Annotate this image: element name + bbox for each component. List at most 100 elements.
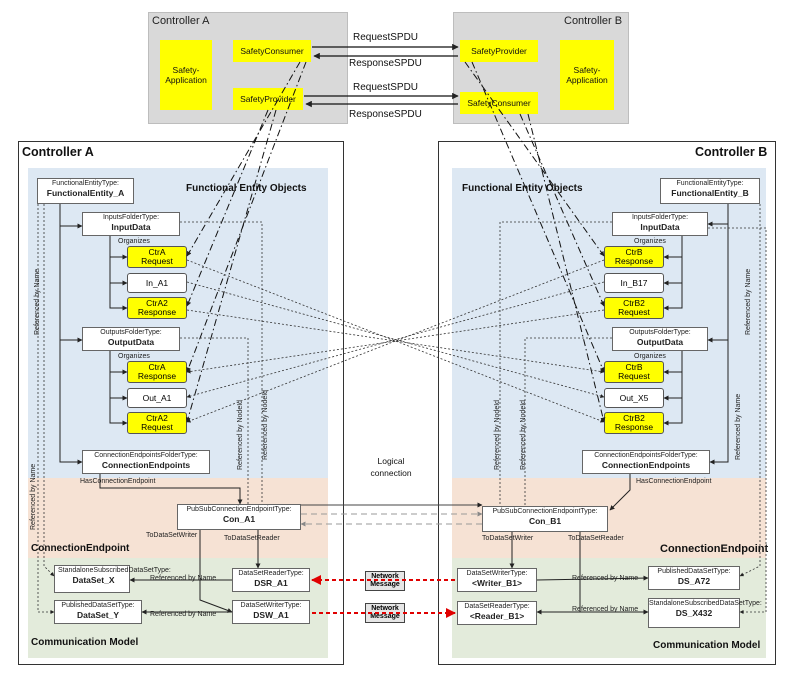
left-dsr-name: DSR_A1 xyxy=(254,578,288,588)
top-controller-b-title: Controller B xyxy=(564,15,623,27)
right-in-name: InputData xyxy=(640,222,680,232)
network-message-1: Network Message xyxy=(365,571,405,591)
right-ds-x432-name: DS_X432 xyxy=(675,608,713,618)
right-ref-name-vert-2: Referenced by Name xyxy=(735,393,742,460)
right-ce-box: ConnectionEndpointsFolderType:Connection… xyxy=(582,450,710,474)
right-ref-nodeid-vert-2: Referenced by NodeId xyxy=(520,399,527,470)
right-dsr-box: DataSetReaderType:<Reader_B1> xyxy=(457,601,537,625)
left-pubsub-type: PubSubConnectionEndpointType: xyxy=(186,506,292,513)
left-in-type: InputsFolderType: xyxy=(102,214,160,221)
right-ds-x432-box: StandaloneSubscribedDataSetType:DS_X432 xyxy=(648,598,762,628)
left-organizes-2: Organizes xyxy=(118,353,150,360)
left-ref-by-name-b: Referenced by Name xyxy=(150,611,217,618)
right-in-node-in-b17: In_B17 xyxy=(604,273,664,293)
right-to-writer: ToDataSetWriter xyxy=(482,535,534,542)
left-in-name: InputData xyxy=(111,222,151,232)
left-comm-zone-label: Communication Model xyxy=(31,637,139,648)
right-dsr-name: <Reader_B1> xyxy=(469,611,525,621)
right-controller-title: Controller B xyxy=(695,145,768,159)
left-dsw-box: DataSetWriterType:DSW_A1 xyxy=(232,600,310,624)
left-ce-name: ConnectionEndpoints xyxy=(101,460,191,470)
right-pubsub-type: PubSubConnectionEndpointType: xyxy=(492,508,598,515)
top-a-safety-consumer: SafetyConsumer xyxy=(233,40,311,62)
left-dsw-type: DataSetWriterType: xyxy=(240,602,302,609)
right-out-type: OutputsFolderType: xyxy=(629,329,691,336)
right-ds-a72-box: PublishedDataSetType:DS_A72 xyxy=(648,566,740,590)
left-fe-name: FunctionalEntity_A xyxy=(46,188,125,198)
right-ds-a72-type: PublishedDataSetType: xyxy=(657,568,731,575)
left-ce-box: ConnectionEndpointsFolderType:Connection… xyxy=(82,450,210,474)
left-ref-nodeid-vert-1: Referenced by NodeId xyxy=(237,399,244,470)
right-ref-by-name-b: Referenced by Name xyxy=(572,606,639,613)
left-out-name: OutputData xyxy=(107,337,155,347)
left-ref-by-name-a: Referenced by Name xyxy=(150,575,217,582)
left-pubsub-name: Con_A1 xyxy=(222,514,256,524)
left-pubsub-box: PubSubConnectionEndpointType:Con_A1 xyxy=(177,504,301,530)
left-to-writer: ToDataSetWriter xyxy=(146,532,198,539)
right-ref-by-name-a: Referenced by Name xyxy=(572,575,639,582)
response-spdu-1: ResponseSPDU xyxy=(349,58,422,69)
right-pubsub-name: Con_B1 xyxy=(528,516,562,526)
right-ds-x432-type: StandaloneSubscribedDataSetType: xyxy=(649,600,762,607)
logical-connection-label: Logical connection xyxy=(370,456,412,478)
right-organizes-1: Organizes xyxy=(634,238,666,245)
left-out-box: OutputsFolderType:OutputData xyxy=(82,327,180,351)
right-ds-a72-name: DS_A72 xyxy=(677,576,711,586)
left-ref-name-vert-2: Referenced by Name xyxy=(30,463,37,530)
top-controller-a-title: Controller A xyxy=(152,15,210,27)
top-b-safety-application: Safety-Application xyxy=(560,40,614,110)
left-feo-title: Functional Entity Objects xyxy=(186,183,307,194)
right-comm-zone-label: Communication Model xyxy=(653,640,761,651)
left-ds-x-type: StandaloneSubscribedDataSetType: xyxy=(58,567,171,574)
left-dsr-box: DataSetReaderType:DSR_A1 xyxy=(232,568,310,592)
right-out-node-out-x5: Out_X5 xyxy=(604,388,664,408)
left-ds-x-box: StandaloneSubscribedDataSetType:DataSet_… xyxy=(54,565,171,593)
top-b-safety-consumer: SafetyConsumer xyxy=(460,92,538,114)
right-ce-type: ConnectionEndpointsFolderType: xyxy=(594,452,698,459)
left-out-type: OutputsFolderType: xyxy=(100,329,162,336)
left-ref-nodeid-vert-2: Referenced by NodeId xyxy=(262,389,269,460)
right-ce-name: ConnectionEndpoints xyxy=(601,460,691,470)
right-has-ce: HasConnectionEndpoint xyxy=(636,478,712,485)
left-ds-y-type: PublishedDataSetType: xyxy=(61,602,135,609)
right-ref-name-vert-1: Referenced by Name xyxy=(745,268,752,335)
right-ce-zone-label: ConnectionEndpoint xyxy=(660,543,769,555)
right-dsw-name: <Writer_B1> xyxy=(472,578,522,588)
left-ce-zone-label: ConnectionEndpoint xyxy=(31,543,130,554)
left-has-ce: HasConnectionEndpoint xyxy=(80,478,156,485)
top-a-safety-provider: SafetyProvider xyxy=(233,88,303,110)
right-fe-box: FunctionalEntityType:FunctionalEntity_B xyxy=(660,178,760,204)
left-to-reader: ToDataSetReader xyxy=(224,535,280,542)
top-b-safety-provider: SafetyProvider xyxy=(460,40,538,62)
right-dsw-type: DataSetWriterType: xyxy=(466,570,528,577)
response-spdu-2: ResponseSPDU xyxy=(349,109,422,120)
top-a-safety-application: Safety-Application xyxy=(160,40,212,110)
right-dsr-type: DataSetReaderType: xyxy=(464,603,530,610)
left-dsw-name: DSW_A1 xyxy=(253,610,289,620)
left-fe-type: FunctionalEntityType: xyxy=(52,180,119,187)
right-dsw-box: DataSetWriterType:<Writer_B1> xyxy=(457,568,537,592)
right-ref-nodeid-vert-1: Referenced by NodeId xyxy=(494,399,501,470)
right-to-reader: ToDataSetReader xyxy=(568,535,624,542)
left-ref-name-vert-1: Referenced by Name xyxy=(34,268,41,335)
right-fe-name: FunctionalEntity_B xyxy=(671,188,749,198)
left-dsr-type: DataSetReaderType: xyxy=(238,570,304,577)
right-in-type: InputsFolderType: xyxy=(631,214,689,221)
right-out-name: OutputData xyxy=(636,337,684,347)
right-pubsub-box: PubSubConnectionEndpointType:Con_B1 xyxy=(482,506,608,532)
left-in-node-in-a1: In_A1 xyxy=(127,273,187,293)
left-fe-box: FunctionalEntityType:FunctionalEntity_A xyxy=(37,178,134,204)
right-fe-type: FunctionalEntityType: xyxy=(676,180,744,187)
network-message-2: Network Message xyxy=(365,603,405,623)
left-organizes-1: Organizes xyxy=(118,238,150,245)
left-out-node-out-a1: Out_A1 xyxy=(127,388,187,408)
request-spdu-1: RequestSPDU xyxy=(353,32,419,43)
left-ds-y-box: PublishedDataSetType:DataSet_Y xyxy=(54,600,142,624)
left-ce-type: ConnectionEndpointsFolderType: xyxy=(94,452,198,459)
